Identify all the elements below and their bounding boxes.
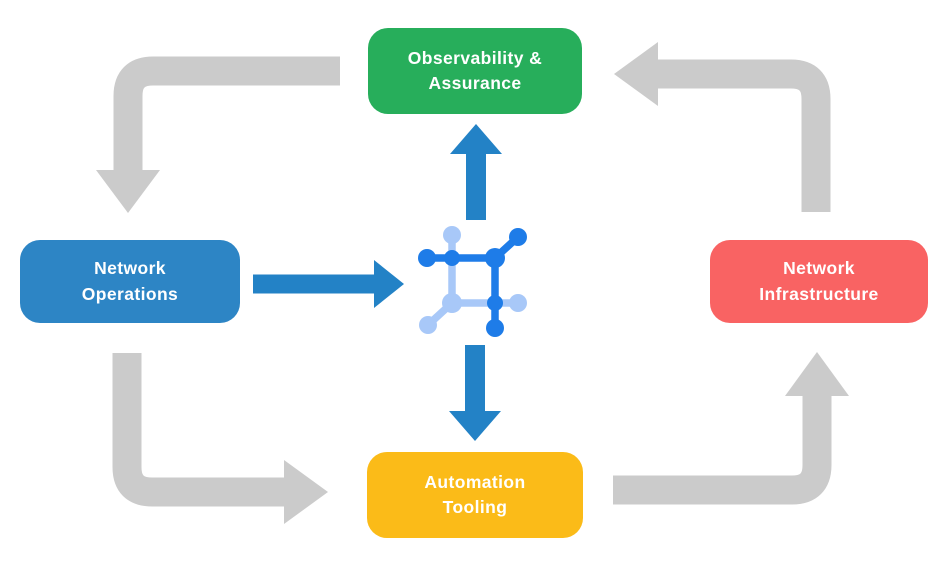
icon-terminal-bottom-left — [419, 316, 437, 334]
node-label-line1: Network — [783, 258, 855, 279]
node-label-line2: Infrastructure — [759, 283, 879, 304]
arrow-head-left-icon — [614, 42, 658, 106]
icon-node-bottom-left — [442, 293, 462, 313]
icon-terminal-upper-right — [509, 228, 527, 246]
arrow-shaft — [613, 394, 832, 505]
node-network-operations: Network Operations — [20, 240, 240, 323]
arrow-head-up-icon — [450, 124, 502, 154]
arrow-shaft — [113, 56, 340, 172]
icon-terminal-left — [418, 249, 436, 267]
flow-arrow-operations-to-center — [253, 260, 404, 308]
node-label-line2: Operations — [81, 283, 179, 304]
node-observability-assurance: Observability & Assurance — [368, 28, 582, 114]
arrow-head-right-icon — [374, 260, 404, 308]
node-label-line2: Assurance — [428, 73, 522, 93]
cycle-arrow-tooling-to-infrastructure — [613, 352, 849, 505]
flow-arrow-center-to-observability — [450, 124, 502, 220]
cycle-arrow-operations-to-tooling — [112, 353, 328, 524]
node-label-line1: Observability & — [407, 47, 543, 68]
node-label-line2: Tooling — [442, 497, 508, 517]
icon-terminal-right — [509, 294, 527, 312]
network-mesh-icon — [418, 226, 527, 337]
icon-node-bottom-right — [487, 295, 503, 311]
arrow-head-up-icon — [785, 352, 849, 396]
cycle-arrow-infrastructure-to-observability — [614, 42, 831, 212]
icon-node-top-right — [485, 248, 505, 268]
node-label-line1: Automation — [424, 471, 526, 492]
arrow-head-down-icon — [449, 411, 501, 441]
flow-arrow-center-to-tooling — [449, 345, 501, 441]
arrow-head-down-icon — [96, 170, 160, 213]
icon-terminal-bottom — [486, 319, 504, 337]
node-label-line1: Network — [94, 258, 166, 279]
icon-node-top-left — [444, 250, 460, 266]
node-automation-tooling: Automation Tooling — [367, 452, 583, 538]
arrow-shaft — [656, 59, 831, 212]
node-network-infrastructure: Network Infrastructure — [710, 240, 928, 323]
arrow-shaft — [112, 353, 286, 507]
arrow-head-right-icon — [284, 460, 328, 524]
cycle-arrow-observability-to-operations — [96, 56, 340, 213]
icon-terminal-top-left — [443, 226, 461, 244]
